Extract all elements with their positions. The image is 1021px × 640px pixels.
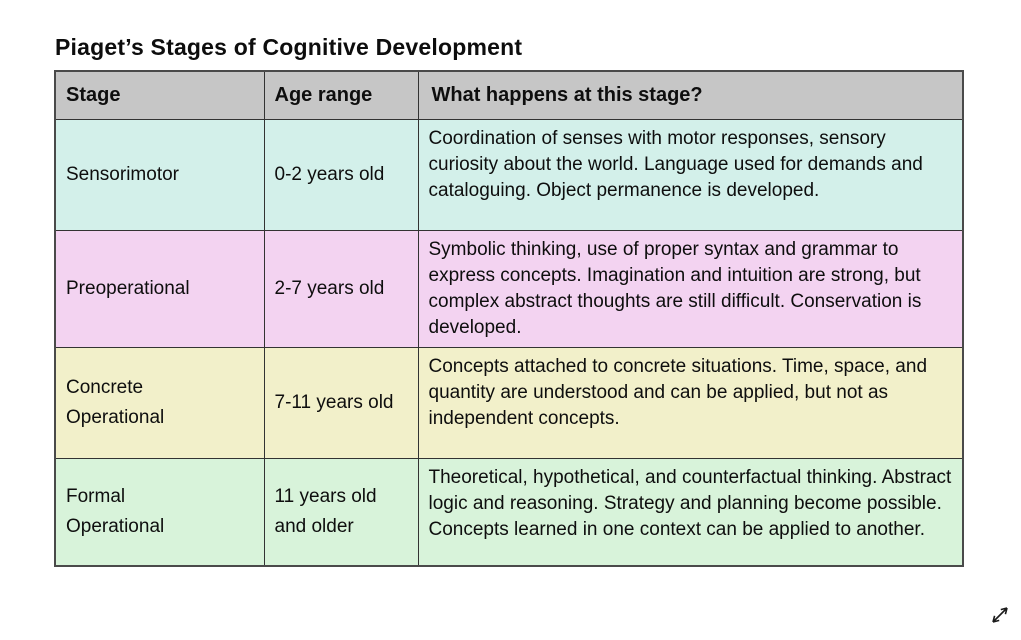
table-row: Preoperational 2-7 years old Symbolic th…	[54, 229, 964, 348]
resize-expand-icon[interactable]	[987, 602, 1013, 628]
column-header-what-happens: What happens at this stage?	[417, 70, 964, 120]
table-row: Concrete Operational 7-11 years old Conc…	[54, 346, 964, 459]
table-row: Formal Operational 11 years old and olde…	[54, 457, 964, 567]
table-row: Sensorimotor 0-2 years old Coordination …	[54, 118, 964, 231]
stage-name: Sensorimotor	[54, 118, 265, 231]
age-range: 2-7 years old	[263, 229, 419, 348]
stage-name: Formal Operational	[54, 457, 265, 567]
stage-description: Coordination of senses with motor respon…	[417, 118, 964, 231]
piaget-stages-table: Stage Age range What happens at this sta…	[54, 70, 964, 568]
table-header-row: Stage Age range What happens at this sta…	[54, 70, 964, 120]
age-range: 0-2 years old	[263, 118, 419, 231]
stage-description: Theoretical, hypothetical, and counterfa…	[417, 457, 964, 567]
column-header-stage: Stage	[54, 70, 265, 120]
stage-name: Concrete Operational	[54, 346, 265, 459]
stage-description: Concepts attached to concrete situations…	[417, 346, 964, 459]
age-range: 11 years old and older	[263, 457, 419, 567]
column-header-age-range: Age range	[263, 70, 419, 120]
page-title: Piaget’s Stages of Cognitive Development	[55, 34, 523, 60]
stage-description: Symbolic thinking, use of proper syntax …	[417, 229, 964, 348]
stage-name: Preoperational	[54, 229, 265, 348]
age-range: 7-11 years old	[263, 346, 419, 459]
